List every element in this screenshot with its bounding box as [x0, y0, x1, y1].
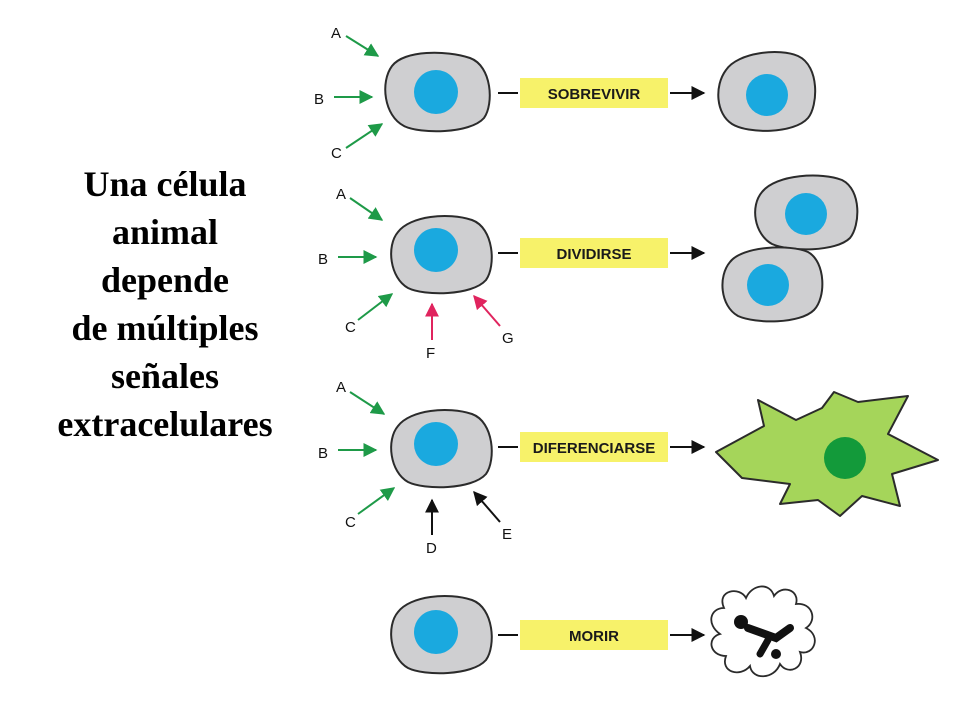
nucleus: [414, 228, 458, 272]
action-box: [520, 78, 668, 108]
signal-label-f: F: [426, 345, 435, 362]
title-line-2: animal: [111, 212, 218, 252]
action-box: [520, 432, 668, 462]
row-survive: A B C SOBREVIVIR: [314, 25, 817, 162]
row-divide: A B C F G DIVIDIRSE: [318, 174, 859, 362]
signal-label-g: G: [502, 330, 514, 347]
signal-label-c: C: [331, 145, 342, 162]
signal-arrow-c: [357, 487, 396, 515]
signal-label-a: A: [336, 379, 346, 396]
title: Una célula animal depende de múltiples s…: [20, 160, 310, 448]
signal-arrow-c: [357, 293, 394, 321]
action-label-divide: DIVIDIRSE: [556, 246, 631, 263]
action-label-die: MORIR: [569, 628, 619, 645]
title-line-3: depende: [100, 260, 230, 300]
signal-label-c: C: [345, 514, 356, 531]
signal-label-c: C: [345, 319, 356, 336]
result-nucleus: [746, 74, 788, 116]
title-line-6: extracelulares: [57, 404, 273, 444]
signal-arrow-e: [473, 490, 501, 523]
row-die: MORIR: [390, 585, 816, 678]
signal-label-a: A: [331, 25, 341, 42]
action-label-differentiate: DIFERENCIARSE: [533, 440, 656, 457]
title-line-4: de múltiples: [71, 308, 259, 348]
title-line-1: Una célula: [83, 164, 247, 204]
signal-label-d: D: [426, 540, 437, 557]
signal-arrow-g: [473, 294, 501, 327]
signal-label-a: A: [336, 186, 346, 203]
signal-label-b: B: [314, 91, 324, 108]
action-box: [520, 620, 668, 650]
result-nucleus-1: [785, 193, 827, 235]
signal-label-b: B: [318, 445, 328, 462]
signal-label-b: B: [318, 251, 328, 268]
row-differentiate: A B C D E DIFERENCIARSE: [318, 379, 939, 557]
action-box: [520, 238, 668, 268]
nucleus: [414, 70, 458, 114]
differentiated-nucleus: [824, 437, 866, 479]
signal-arrow-a: [349, 197, 384, 221]
result-nucleus-2: [747, 264, 789, 306]
fragmented-nucleus: [734, 615, 794, 659]
signal-arrow-a: [345, 35, 380, 57]
action-label-survive: SOBREVIVIR: [548, 86, 641, 103]
nucleus: [414, 610, 458, 654]
title-line-5: señales: [111, 356, 219, 396]
signal-label-e: E: [502, 526, 512, 543]
nucleus: [414, 422, 458, 466]
signal-arrow-a: [349, 391, 386, 415]
signal-arrow-c: [345, 123, 384, 149]
